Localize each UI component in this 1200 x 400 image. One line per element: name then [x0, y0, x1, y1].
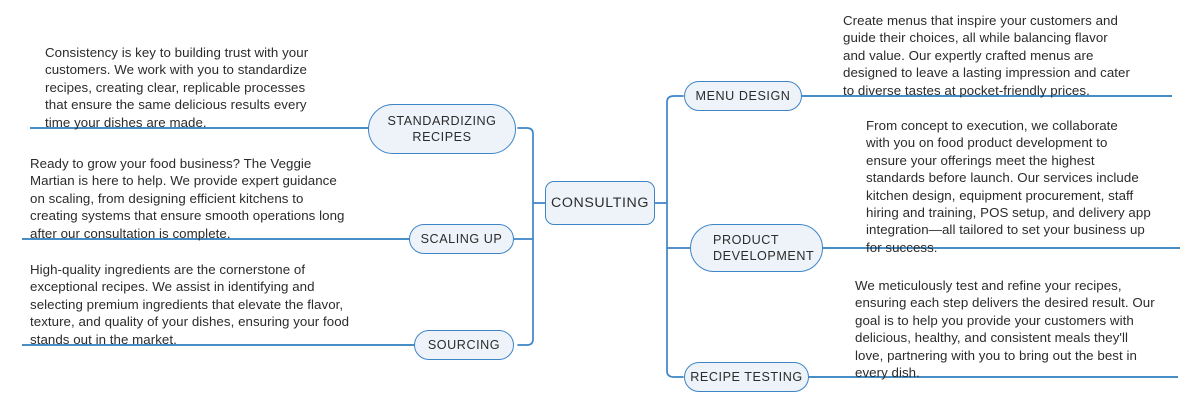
- node-label-menu-design: MENU DESIGN: [695, 89, 791, 103]
- node-label-sourcing: SOURCING: [427, 338, 501, 352]
- node-consulting[interactable]: CONSULTING: [545, 181, 655, 225]
- description-scaling-up: Ready to grow your food business? The Ve…: [30, 156, 345, 241]
- description-standardizing-recipes: Consistency is key to building trust wit…: [45, 45, 309, 130]
- connector-right-trunk: [666, 95, 684, 378]
- node-menu-design[interactable]: MENU DESIGN: [684, 81, 802, 111]
- node-label-scaling-up: SCALING UP: [420, 232, 503, 246]
- description-sourcing: High-quality ingredients are the corners…: [30, 262, 350, 347]
- node-standardizing-recipes[interactable]: STANDARDIZING RECIPES: [368, 104, 516, 154]
- node-label-standardizing-recipes: STANDARDIZING RECIPES: [387, 114, 497, 144]
- node-scaling-up[interactable]: SCALING UP: [409, 224, 514, 254]
- description-menu-design: Create menus that inspire your customers…: [843, 13, 1130, 98]
- connector-left-trunk: [517, 127, 534, 346]
- node-product-development[interactable]: PRODUCT DEVELOPMENT: [690, 224, 823, 272]
- node-label-consulting: CONSULTING: [551, 195, 649, 211]
- node-label-recipe-testing: RECIPE TESTING: [690, 370, 803, 384]
- description-recipe-testing: We meticulously test and refine your rec…: [855, 278, 1155, 381]
- node-recipe-testing[interactable]: RECIPE TESTING: [684, 362, 809, 392]
- description-product-development: From concept to execution, we collaborat…: [866, 118, 1151, 255]
- node-sourcing[interactable]: SOURCING: [414, 330, 514, 360]
- node-label-product-development: PRODUCT DEVELOPMENT: [713, 233, 815, 263]
